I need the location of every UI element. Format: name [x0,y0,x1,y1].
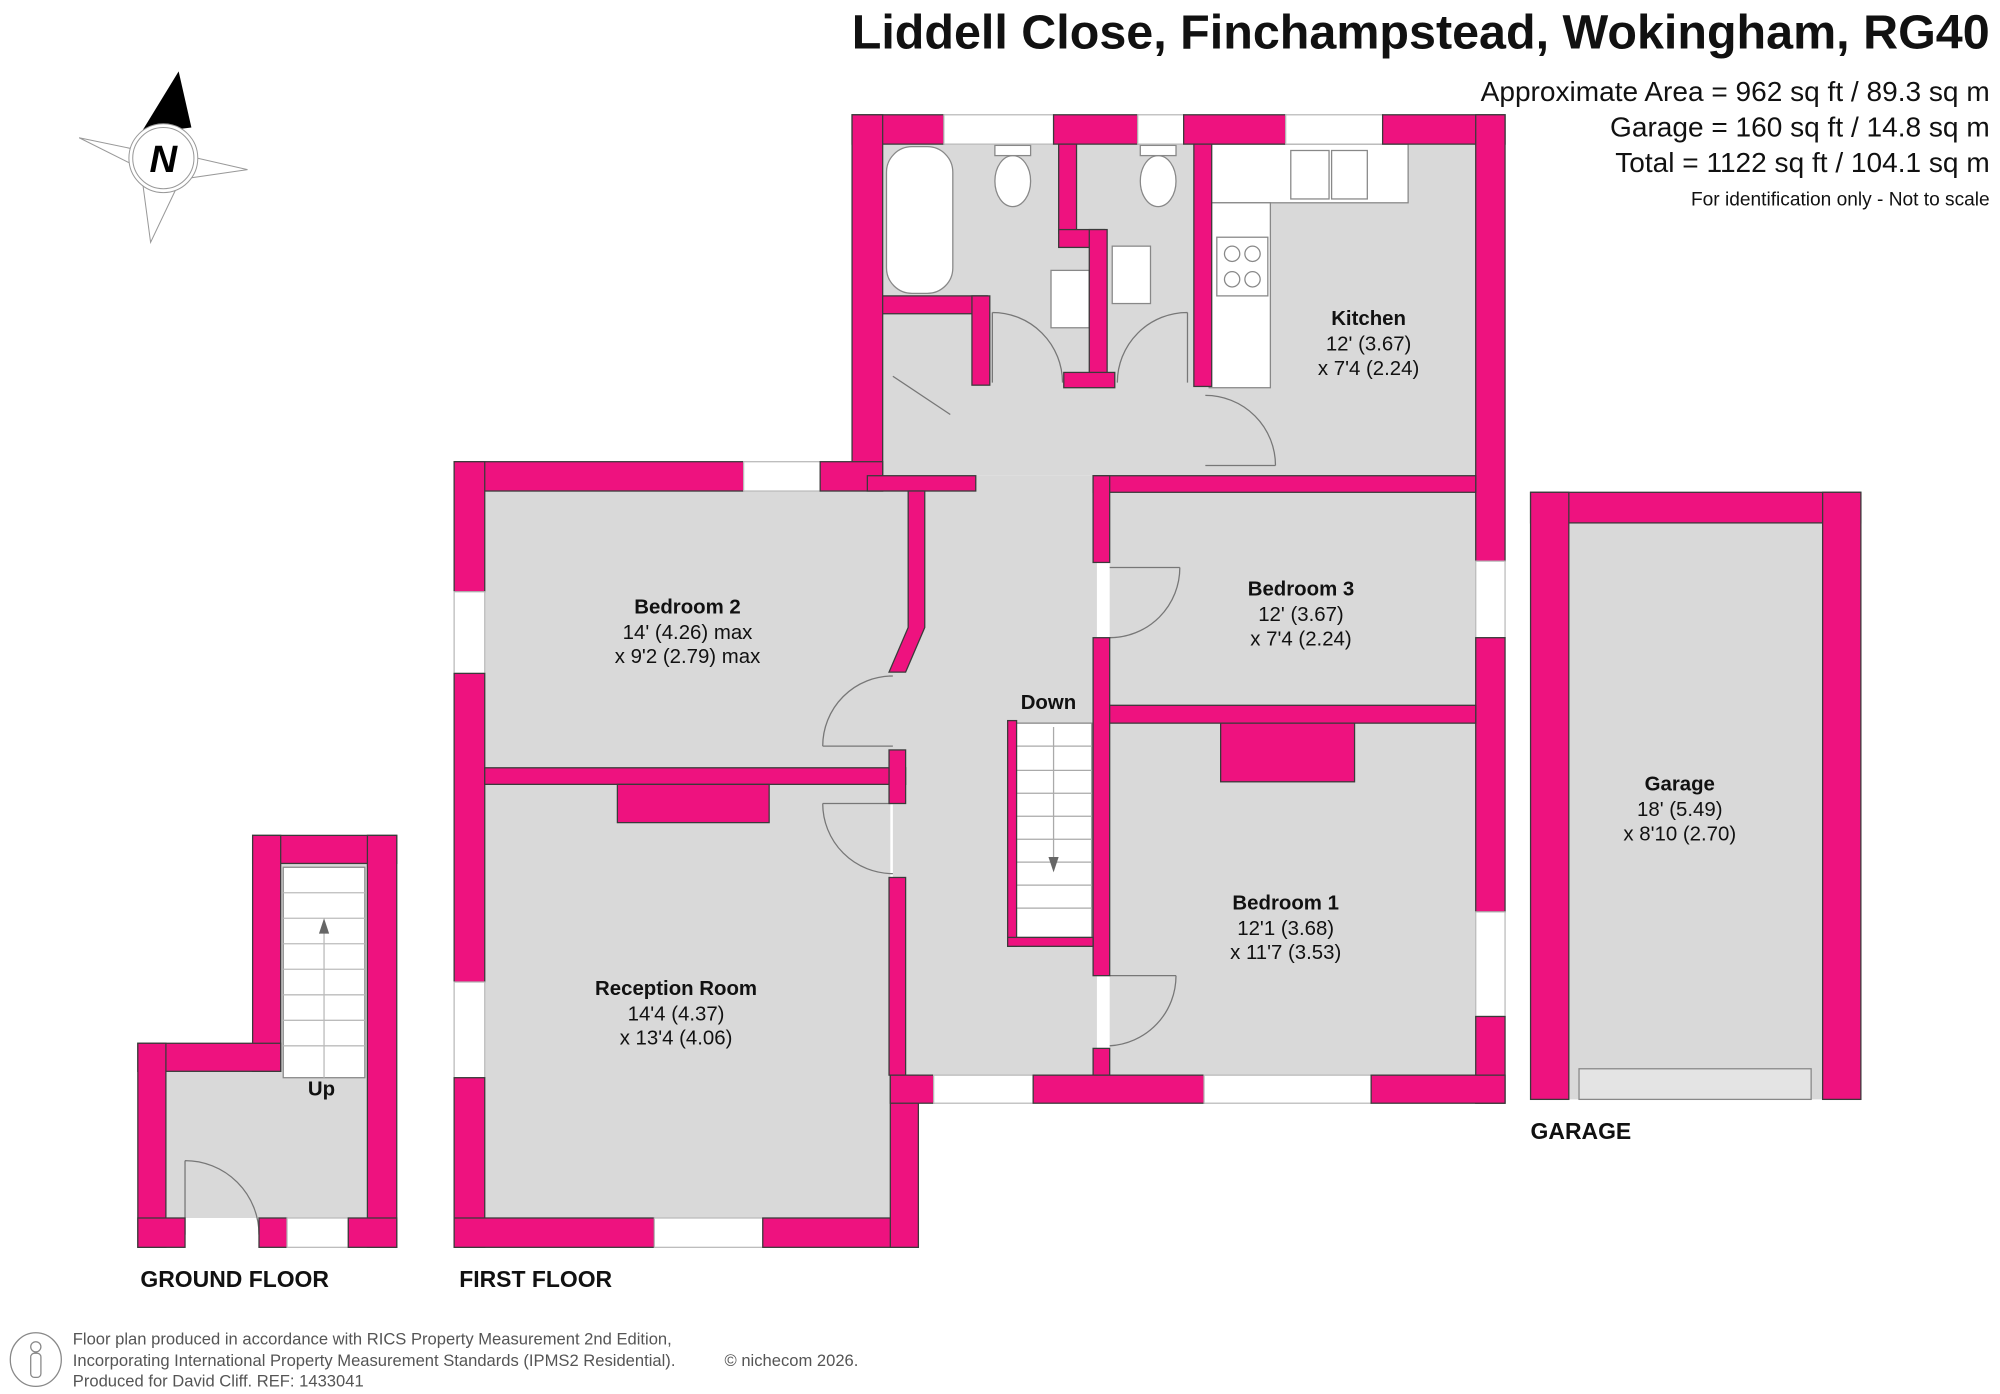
kitchen-dim2: x 7'4 (2.24) [1318,358,1419,380]
kitchen-dim1: 12' (3.67) [1326,334,1412,356]
reception-dim2: x 13'4 (4.06) [620,1028,733,1050]
bedroom2-dim2: x 9'2 (2.79) max [615,646,761,668]
garage: Garage 18' (5.49) x 8'10 (2.70) [1529,491,1862,1101]
garage-dim2: x 8'10 (2.70) [1623,823,1736,845]
bedroom3-dim1: 12' (3.67) [1258,604,1344,626]
garage-area: Garage = 160 sq ft / 14.8 sq m [1610,111,1990,142]
bedroom2-dim1: 14' (4.26) max [623,622,753,644]
compass-icon: N [78,71,248,245]
stairs-up-label: Up [308,1079,335,1101]
svg-text:N: N [150,138,179,181]
garage-floor-label: GARAGE [1531,1118,1632,1144]
reception-dim1: 14'4 (4.37) [628,1003,725,1025]
footer-line2: Incorporating International Property Mea… [73,1351,676,1370]
ground-floor: Up [137,834,398,1248]
bedroom1-dim2: x 11'7 (3.53) [1230,942,1341,964]
disclaimer: For identification only - Not to scale [1691,189,1990,210]
garage-name: Garage [1645,774,1715,796]
bedroom3-name: Bedroom 3 [1248,579,1355,601]
bedroom3-dim2: x 7'4 (2.24) [1250,628,1351,650]
bedroom1-dim1: 12'1 (3.68) [1237,918,1334,940]
footer-line3: Produced for David Cliff. REF: 1433041 [73,1371,364,1390]
first-floor: Down [453,114,1506,1248]
footer-line1: Floor plan produced in accordance with R… [73,1329,672,1348]
property-title: Liddell Close, Finchampstead, Wokingham,… [852,5,1990,59]
bedroom1-name: Bedroom 1 [1232,892,1339,914]
footer-copyright: © nichecom 2026. [725,1351,859,1370]
first-floor-label: FIRST FLOOR [459,1266,612,1292]
reception-name: Reception Room [595,978,757,1000]
garage-dim1: 18' (5.49) [1637,799,1723,821]
bedroom2-name: Bedroom 2 [634,596,741,618]
kitchen-name: Kitchen [1331,308,1406,330]
approx-area: Approximate Area = 962 sq ft / 89.3 sq m [1481,76,1990,107]
person-icon [9,1332,62,1387]
total-area: Total = 1122 sq ft / 104.1 sq m [1615,147,1989,178]
ground-floor-label: GROUND FLOOR [140,1266,329,1292]
stairs-down-label: Down [1021,692,1076,714]
